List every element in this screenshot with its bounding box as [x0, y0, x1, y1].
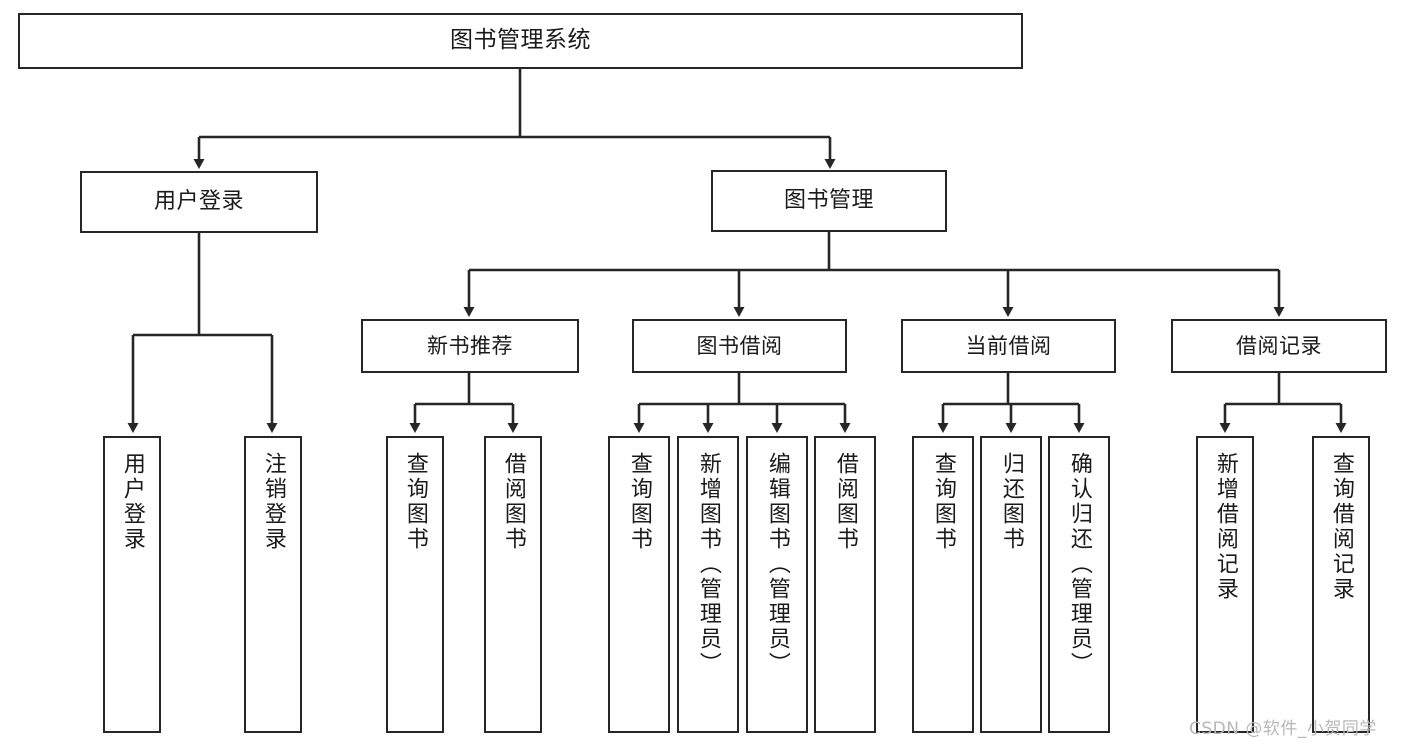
- leaf-node[interactable]: 查询借阅记录: [1312, 436, 1370, 733]
- node-label: 查询图书: [930, 452, 956, 552]
- csdn-watermark: CSDN @软件_小贺同学: [1189, 719, 1377, 739]
- leaf-node[interactable]: 借阅图书: [814, 436, 876, 733]
- node-new-book-recommend[interactable]: 新书推荐: [361, 319, 579, 373]
- node-label: 查询图书: [402, 452, 428, 552]
- node-label: 借阅记录: [1236, 333, 1322, 358]
- node-label: 借阅图书: [500, 452, 526, 552]
- node-label: 图书管理: [783, 188, 874, 214]
- node-label: 当前借阅: [965, 333, 1052, 358]
- node-label: 注销登录: [260, 452, 286, 552]
- node-borrow-record[interactable]: 借阅记录: [1171, 319, 1387, 373]
- node-label: 图书管理系统: [450, 27, 591, 54]
- leaf-node[interactable]: 查询图书: [608, 436, 670, 733]
- node-label: 用户登录: [153, 189, 244, 215]
- leaf-node[interactable]: 借阅图书: [484, 436, 542, 733]
- leaf-node[interactable]: 确认归还（管理员）: [1048, 436, 1110, 733]
- leaf-node[interactable]: 新增借阅记录: [1196, 436, 1254, 733]
- node-user-login[interactable]: 用户登录: [80, 171, 318, 233]
- node-label: 查询图书: [626, 452, 652, 552]
- node-book-management[interactable]: 图书管理: [711, 170, 947, 232]
- node-label: 确认归还（管理员）: [1066, 452, 1092, 677]
- leaf-node[interactable]: 归还图书: [980, 436, 1042, 733]
- leaf-node[interactable]: 查询图书: [912, 436, 974, 733]
- leaf-node[interactable]: 注销登录: [244, 436, 302, 733]
- leaf-node[interactable]: 用户登录: [103, 436, 161, 733]
- node-label: 查询借阅记录: [1328, 452, 1354, 602]
- node-label: 新增借阅记录: [1212, 452, 1238, 602]
- node-label: 新书推荐: [427, 333, 513, 358]
- leaf-node[interactable]: 查询图书: [386, 436, 444, 733]
- node-label: 图书借阅: [696, 333, 783, 358]
- node-label: 用户登录: [119, 452, 145, 552]
- node-book-borrow[interactable]: 图书借阅: [632, 319, 847, 373]
- node-label: 新增图书（管理员）: [695, 452, 721, 677]
- node-label: 借阅图书: [832, 452, 858, 552]
- node-label: 归还图书: [998, 452, 1024, 552]
- leaf-node[interactable]: 编辑图书（管理员）: [746, 436, 808, 733]
- leaf-node[interactable]: 新增图书（管理员）: [677, 436, 739, 733]
- node-current-borrow[interactable]: 当前借阅: [901, 319, 1116, 373]
- node-root-book-management-system[interactable]: 图书管理系统: [18, 13, 1023, 69]
- node-label: 编辑图书（管理员）: [764, 452, 790, 677]
